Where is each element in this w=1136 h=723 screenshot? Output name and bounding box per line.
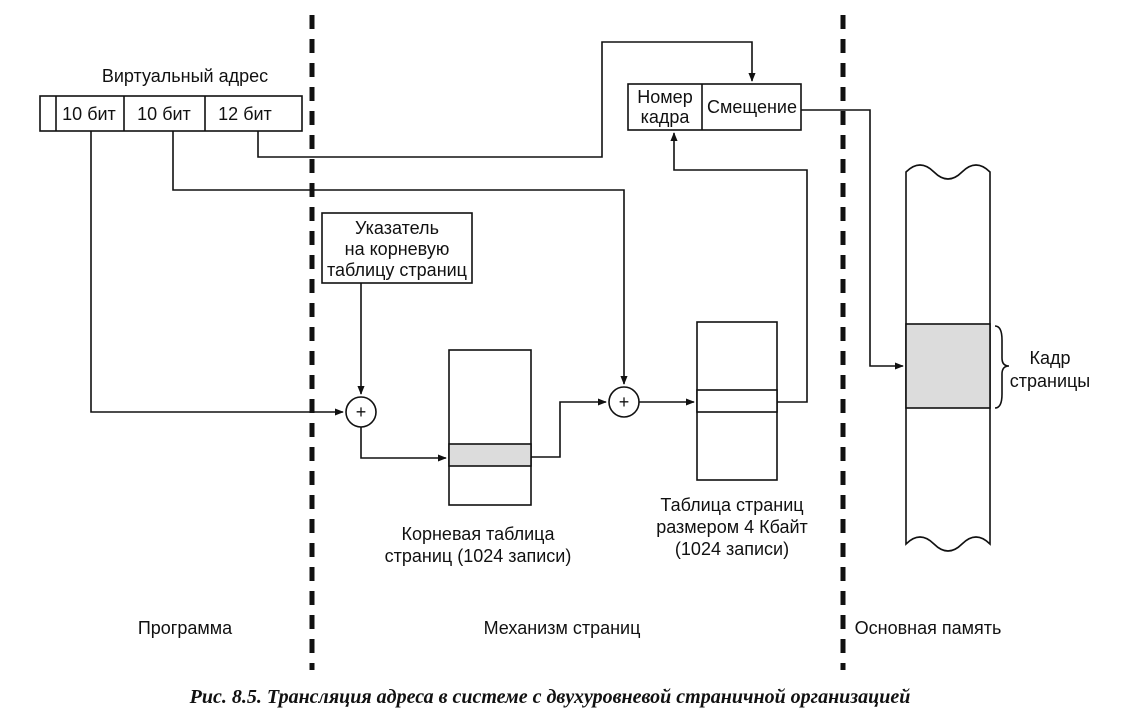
adder-root: +	[345, 396, 377, 428]
root-pointer-box	[321, 212, 473, 284]
page-table-caption-line2: размером 4 Кбайт	[656, 517, 808, 537]
page-table-entry	[696, 389, 778, 413]
va-field-table: 10 бит	[137, 104, 191, 124]
root-pointer-line1: Указатель	[355, 218, 439, 238]
connector-directory-index	[90, 131, 344, 416]
page-frame	[905, 323, 991, 409]
figure-caption: Рис. 8.5. Трансляция адреса в системе с …	[189, 686, 911, 708]
adder-page: +	[608, 386, 640, 418]
root-pointer-line3: таблицу страниц	[327, 260, 467, 280]
va-field-offset: 12 бит	[218, 104, 272, 124]
root-table-caption-line2: страниц (1024 записи)	[385, 546, 572, 566]
va-field-directory: 10 бит	[62, 104, 116, 124]
region-main-memory: Основная память	[855, 618, 1002, 638]
root-table-entry	[448, 443, 532, 467]
svg-text:+: +	[356, 402, 367, 422]
page-table-caption-line3: (1024 записи)	[675, 539, 789, 559]
root-pointer-line2: на корневую	[345, 239, 450, 259]
connector-to-memory	[801, 109, 904, 370]
frame-number-label-line1: Номер	[637, 87, 692, 107]
region-paging: Механизм страниц	[484, 618, 641, 638]
page-table	[696, 321, 778, 481]
root-table-caption-line1: Корневая таблица	[401, 524, 555, 544]
connector-root-entry-to-adder	[531, 398, 607, 458]
frame-number-label-line2: кадра	[641, 107, 691, 127]
virtual-address-register	[39, 95, 303, 132]
frame-label-line2: страницы	[1010, 371, 1091, 391]
main-memory	[905, 164, 991, 552]
connector-root-adder-to-table	[360, 427, 447, 462]
connector-entry-to-frame-number	[670, 132, 808, 403]
offset-label: Смещение	[707, 97, 797, 117]
connector-table-index	[172, 131, 628, 385]
page-table-caption-line1: Таблица страниц	[660, 495, 803, 515]
root-page-table	[448, 349, 532, 506]
region-program: Программа	[138, 618, 233, 638]
physical-address-register	[627, 83, 802, 131]
svg-text:+: +	[619, 392, 630, 412]
frame-brace	[994, 325, 1010, 409]
virtual-address-title: Виртуальный адрес	[102, 66, 268, 86]
frame-label-line1: Кадр	[1029, 348, 1070, 368]
connector-offset-copy	[257, 41, 756, 158]
